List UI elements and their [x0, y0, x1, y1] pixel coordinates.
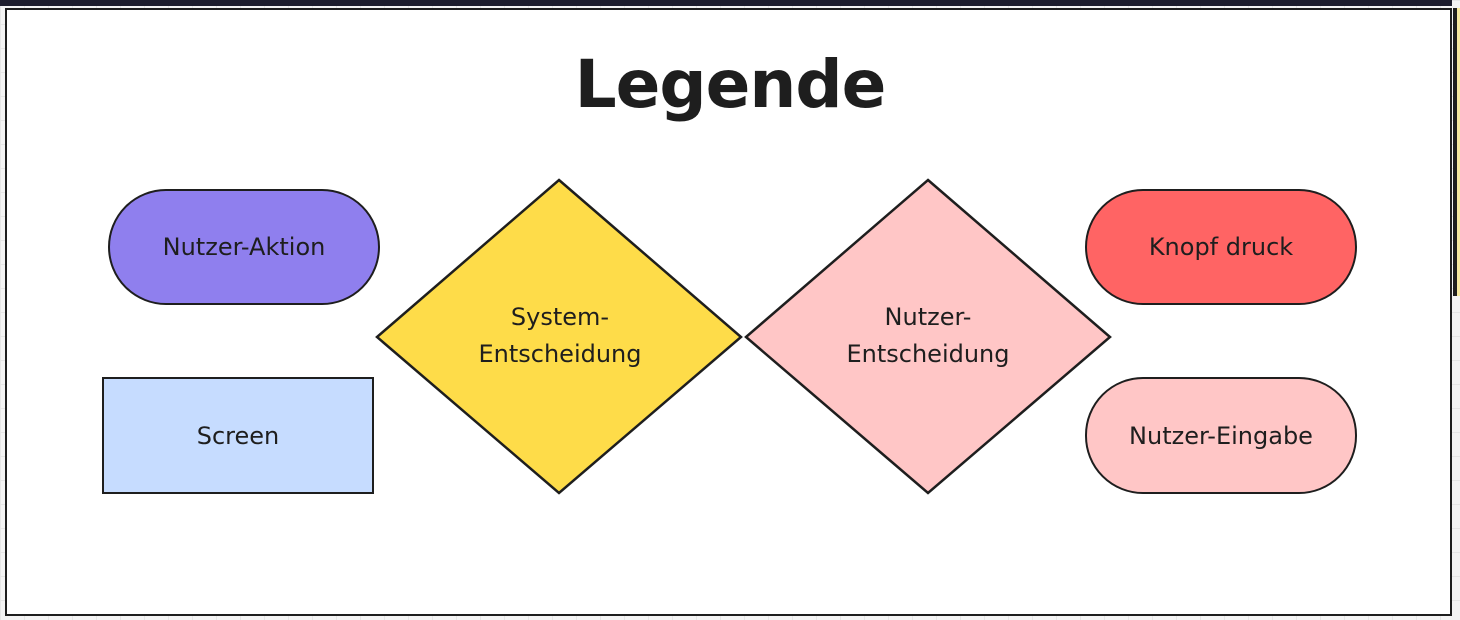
nutzer-entscheidung-line1: Nutzer-	[884, 303, 972, 331]
screen-shape[interactable]: Screen	[102, 377, 374, 494]
nutzer-eingabe-label: Nutzer-Eingabe	[1129, 421, 1313, 450]
knopf-druck-shape[interactable]: Knopf druck	[1085, 189, 1357, 305]
nutzer-entscheidung-line2: Entscheidung	[846, 340, 1010, 368]
system-entscheidung-line2: Entscheidung	[478, 340, 642, 368]
legend-title: Legende	[574, 46, 887, 123]
nutzer-eingabe-shape[interactable]: Nutzer-Eingabe	[1085, 377, 1357, 494]
adjacent-frame-accent	[1457, 8, 1460, 296]
system-entscheidung-line1: System-	[510, 303, 610, 331]
nutzer-aktion-label: Nutzer-Aktion	[162, 233, 326, 261]
screen-label: Screen	[196, 421, 280, 450]
adjacent-frame-edge	[1453, 8, 1457, 296]
top-border-line	[0, 0, 1452, 6]
nutzer-entscheidung-label: Nutzer- Entscheidung	[808, 299, 1048, 373]
knopf-druck-label: Knopf druck	[1148, 233, 1294, 261]
nutzer-aktion-shape[interactable]: Nutzer-Aktion	[108, 189, 380, 305]
system-entscheidung-label: System- Entscheidung	[440, 299, 680, 373]
